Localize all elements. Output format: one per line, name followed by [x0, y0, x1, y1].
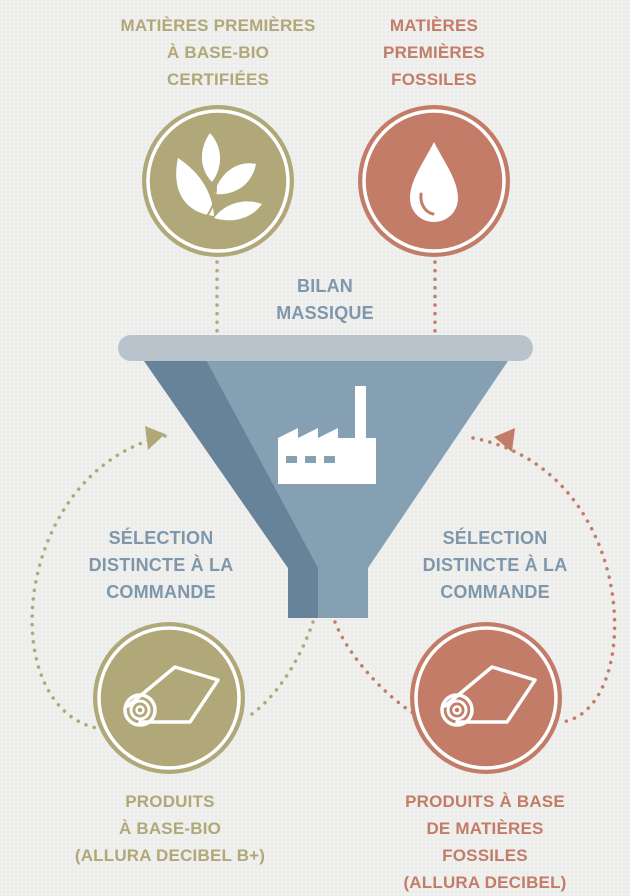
- fossil-output-label: PRODUITS À BASE DE MATIÈRES FOSSILES (ALLUR…: [370, 788, 600, 896]
- label-line: DE MATIÈRES: [426, 819, 544, 838]
- fossil-funnel-outlet-arc: [333, 620, 420, 718]
- connectors: [30, 260, 617, 732]
- bio-input-label: MATIÈRES PREMIÈRES À BASE-BIO CERTIFIÉES: [90, 12, 346, 93]
- label-line: FOSSILES: [391, 70, 477, 89]
- oil-drop-icon: [410, 142, 458, 222]
- label-line: À BASE-BIO: [166, 43, 270, 62]
- bio-output-label: PRODUITS À BASE-BIO (ALLURA DECIBEL B+): [42, 788, 298, 869]
- bio-funnel-outlet-arc: [244, 620, 315, 720]
- carpet-roll-icon: [440, 665, 537, 727]
- fossil-input-node: [358, 105, 510, 257]
- label-line: BILAN: [297, 276, 353, 296]
- carpet-roll-icon: [123, 665, 220, 727]
- funnel-rim: [118, 335, 533, 361]
- bio-loop-arc: [30, 434, 167, 732]
- label-line: SÉLECTION: [108, 528, 214, 548]
- funnel: [118, 335, 533, 618]
- funnel-label: BILAN MASSIQUE: [250, 273, 400, 327]
- label-line: MATIÈRES: [389, 16, 479, 35]
- label-line: (ALLURA DECIBEL B+): [74, 846, 266, 865]
- label-line: À BASE-BIO: [118, 819, 222, 838]
- label-line: PRODUITS À BASE: [405, 792, 565, 811]
- funnel-shadow: [142, 358, 318, 618]
- label-line: (ALLURA DECIBEL): [403, 873, 567, 892]
- label-line: PREMIÈRES: [383, 43, 485, 62]
- label-line: CERTIFIÉES: [166, 70, 270, 89]
- bio-loop-arrowhead: [145, 426, 165, 450]
- label-line: MATIÈRES PREMIÈRES: [120, 16, 316, 35]
- label-line: DISTINCTE À LA: [88, 555, 234, 575]
- leaves-icon: [176, 133, 262, 226]
- label-line: FOSSILES: [442, 846, 528, 865]
- label-line: SÉLECTION: [442, 528, 548, 548]
- bio-input-node: [142, 105, 294, 257]
- selection-right-label: SÉLECTION DISTINCTE À LA COMMANDE: [386, 525, 604, 606]
- label-line: COMMANDE: [440, 582, 550, 602]
- fossil-input-label: MATIÈRES PREMIÈRES FOSSILES: [344, 12, 524, 93]
- bio-output-node: [93, 622, 245, 774]
- fossil-output-node: [410, 622, 562, 774]
- label-line: MASSIQUE: [276, 303, 374, 323]
- label-line: PRODUITS: [125, 792, 215, 811]
- fossil-loop-arrowhead: [494, 428, 515, 452]
- selection-left-label: SÉLECTION DISTINCTE À LA COMMANDE: [52, 525, 270, 606]
- label-line: DISTINCTE À LA: [422, 555, 568, 575]
- label-line: COMMANDE: [106, 582, 216, 602]
- factory-icon: [278, 386, 376, 484]
